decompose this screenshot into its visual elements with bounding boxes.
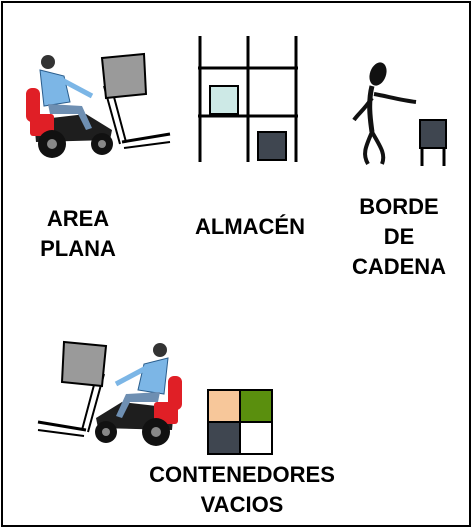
warehouse-shelving-illustration xyxy=(198,36,298,162)
stick-figure-illustration xyxy=(352,62,447,166)
label-area-plana: AREA PLANA xyxy=(40,206,116,261)
forklift-illustration-top xyxy=(26,52,171,158)
label-almacen: ALMACÉN xyxy=(195,214,305,239)
forklift-illustration-bottom xyxy=(37,340,182,446)
label-contenedores-vacios: CONTENEDORES VACIOS xyxy=(149,462,335,517)
label-borde-de-cadena: BORDE DE CADENA xyxy=(351,194,447,279)
containers-grid-illustration xyxy=(207,389,273,455)
